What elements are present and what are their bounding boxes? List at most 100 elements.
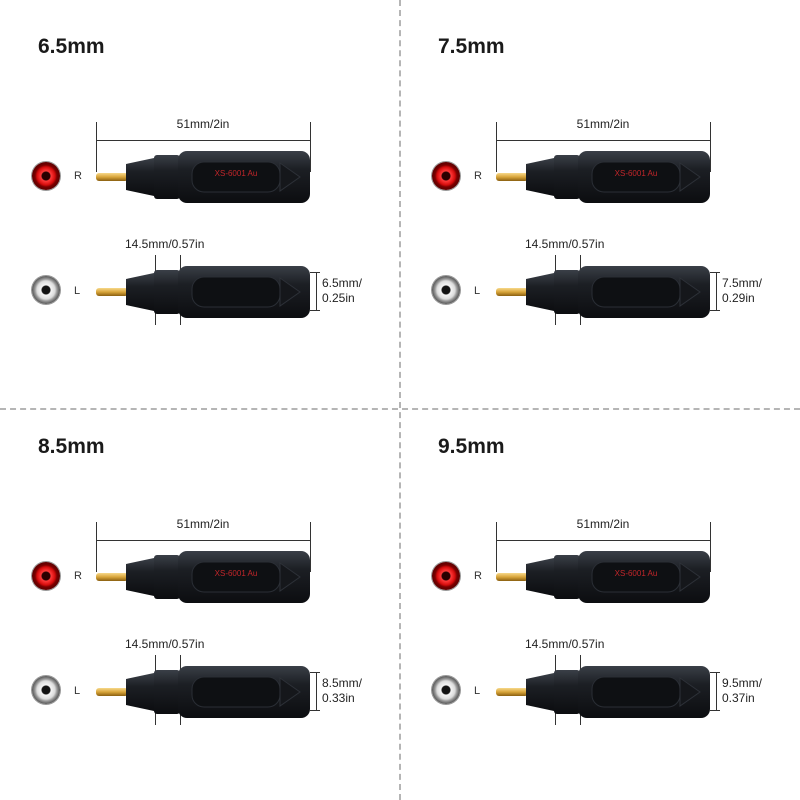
right-channel-label: R (474, 170, 482, 182)
diameter-label: 6.5mm/ 0.25in (322, 276, 362, 306)
length-tick-left (96, 122, 97, 172)
right-channel-label: R (74, 570, 82, 582)
diameter-mm: 6.5mm/ (322, 276, 363, 290)
left-channel-label: L (474, 685, 481, 697)
plug-head-icon (526, 158, 554, 196)
diameter-in: 0.25in (322, 291, 355, 305)
diameter-label: 7.5mm/ 0.29in (722, 276, 762, 306)
length-label: 51mm/2in (576, 117, 630, 131)
left-channel-label: L (74, 285, 81, 297)
plug-collar-icon (154, 270, 180, 314)
white-jack-icon (32, 276, 60, 304)
gold-pin-icon (496, 573, 528, 581)
rca-plug-right: XS-6001 Au (96, 545, 310, 609)
plug-head-icon (526, 273, 554, 311)
diameter-dimension-line (316, 272, 317, 310)
plug-head-icon (526, 673, 554, 711)
diameter-tick-top (710, 272, 720, 273)
quadrant-title: 8.5mm (38, 435, 105, 458)
diameter-tick-bottom (310, 310, 320, 311)
plug-head-icon (526, 558, 554, 596)
rca-plug-right: XS-6001 Au (496, 545, 710, 609)
diameter-tick-top (310, 672, 320, 673)
diameter-label: 8.5mm/ 0.33in (322, 676, 362, 706)
right-channel-label: R (474, 570, 482, 582)
head-length-label: 14.5mm/0.57in (525, 237, 605, 251)
rca-plug-right: XS-6001 Au (496, 145, 710, 209)
tail-chevron-icon (279, 677, 301, 707)
diameter-in: 0.33in (322, 691, 355, 705)
diameter-tick-top (310, 272, 320, 273)
gold-pin-icon (496, 688, 528, 696)
diameter-dimension-line (716, 672, 717, 710)
plug-head-icon (126, 558, 154, 596)
plug-head-icon (126, 673, 154, 711)
gold-pin-icon (496, 288, 528, 296)
tail-chevron-icon (679, 277, 701, 307)
rca-plug-left (496, 258, 710, 326)
diameter-mm: 7.5mm/ (722, 276, 763, 290)
length-tick-right (310, 522, 311, 572)
length-dimension-line (496, 140, 710, 141)
plug-collar-icon (554, 270, 580, 314)
tail-chevron-icon (279, 162, 301, 192)
quadrant-8-5mm: 8.5mm 51mm/2in R XS-6001 Au 14.5mm/0.57i… (0, 400, 400, 800)
label-window-icon (591, 276, 681, 308)
length-tick-left (496, 122, 497, 172)
length-dimension-line (96, 540, 310, 541)
quadrant-6-5mm: 6.5mm 51mm/2in R XS-6001 Au 14.5mm/0.57i… (0, 0, 400, 400)
plug-print-text: XS-6001 Au (615, 569, 658, 578)
red-jack-icon (432, 562, 460, 590)
label-window-icon (591, 676, 681, 708)
rca-plug-left (96, 258, 310, 326)
gold-pin-icon (96, 173, 128, 181)
diameter-tick-bottom (710, 710, 720, 711)
length-label: 51mm/2in (176, 517, 230, 531)
tail-chevron-icon (679, 562, 701, 592)
tail-chevron-icon (279, 277, 301, 307)
quadrant-9-5mm: 9.5mm 51mm/2in R XS-6001 Au 14.5mm/0.57i… (400, 400, 800, 800)
length-tick-right (710, 522, 711, 572)
left-channel-label: L (74, 685, 81, 697)
white-jack-icon (432, 676, 460, 704)
diameter-in: 0.29in (722, 291, 755, 305)
tail-chevron-icon (279, 562, 301, 592)
length-dimension-line (96, 140, 310, 141)
plug-collar-icon (154, 670, 180, 714)
plug-collar-icon (154, 555, 180, 599)
plug-print-text: XS-6001 Au (615, 169, 658, 178)
diameter-mm: 8.5mm/ (322, 676, 363, 690)
length-label: 51mm/2in (176, 117, 230, 131)
diameter-tick-bottom (710, 310, 720, 311)
diameter-tick-top (710, 672, 720, 673)
quadrant-7-5mm: 7.5mm 51mm/2in R XS-6001 Au 14.5mm/0.57i… (400, 0, 800, 400)
gold-pin-icon (496, 173, 528, 181)
left-channel-label: L (474, 285, 481, 297)
gold-pin-icon (96, 573, 128, 581)
length-dimension-line (496, 540, 710, 541)
label-window-icon (191, 276, 281, 308)
length-tick-right (710, 122, 711, 172)
length-tick-right (310, 122, 311, 172)
vertical-divider (399, 0, 401, 800)
label-window-icon (191, 676, 281, 708)
diameter-dimension-line (316, 672, 317, 710)
plug-head-icon (126, 273, 154, 311)
diameter-tick-bottom (310, 710, 320, 711)
length-tick-left (496, 522, 497, 572)
gold-pin-icon (96, 288, 128, 296)
length-tick-left (96, 522, 97, 572)
length-label: 51mm/2in (576, 517, 630, 531)
red-jack-icon (32, 162, 60, 190)
quadrant-title: 6.5mm (38, 35, 105, 58)
plug-print-text: XS-6001 Au (215, 569, 258, 578)
red-jack-icon (32, 562, 60, 590)
red-jack-icon (432, 162, 460, 190)
plug-print-text: XS-6001 Au (215, 169, 258, 178)
white-jack-icon (432, 276, 460, 304)
diameter-in: 0.37in (722, 691, 755, 705)
right-channel-label: R (74, 170, 82, 182)
plug-collar-icon (154, 155, 180, 199)
tail-chevron-icon (679, 677, 701, 707)
quadrant-title: 7.5mm (438, 35, 505, 58)
